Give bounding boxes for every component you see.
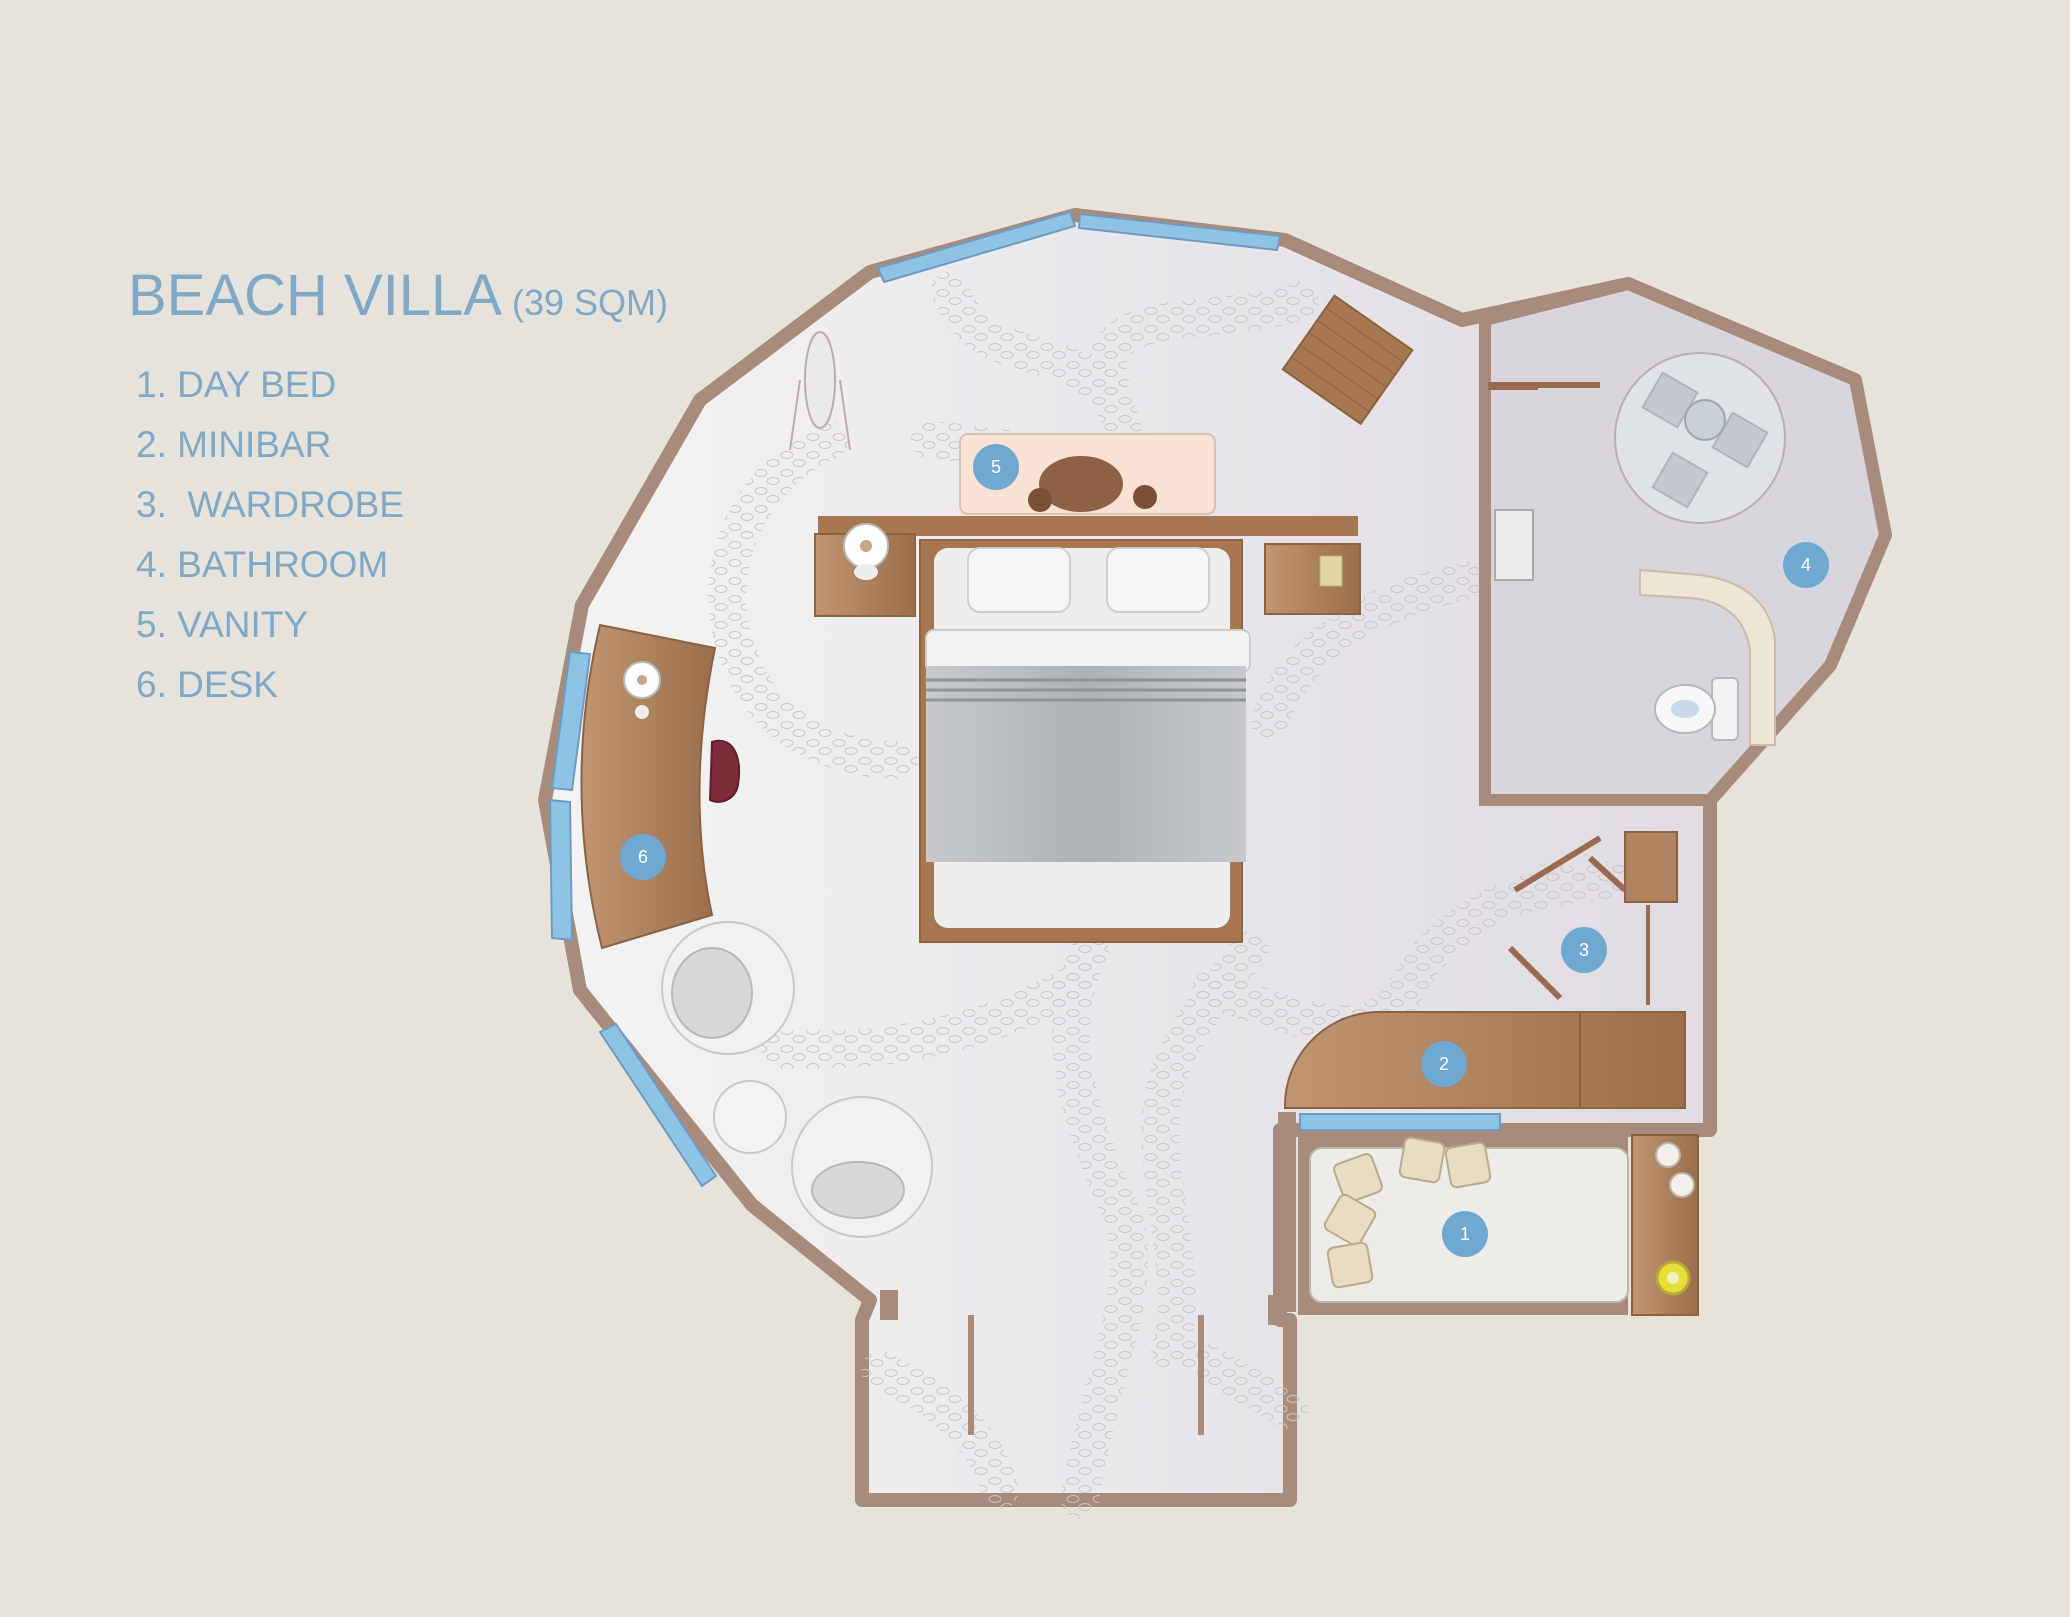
title-row: BEACH VILLA(39 SQM) bbox=[128, 262, 668, 329]
marker-bathroom: 4 bbox=[1783, 542, 1829, 588]
entry-walls bbox=[880, 1290, 1278, 1435]
headboard bbox=[818, 516, 1358, 536]
desk-chair bbox=[708, 739, 740, 803]
svg-text:3: 3 bbox=[1579, 940, 1589, 960]
marker-day-bed: 1 bbox=[1442, 1211, 1488, 1257]
legend-item-wardrobe: 3. WARDROBE bbox=[136, 484, 404, 525]
page-subtitle: (39 SQM) bbox=[511, 282, 668, 323]
windows bbox=[548, 210, 1501, 1188]
svg-text:2: 2 bbox=[1439, 1054, 1449, 1074]
svg-text:5: 5 bbox=[991, 457, 1001, 477]
day-bed-area bbox=[1278, 1112, 1699, 1316]
wardrobe bbox=[1507, 831, 1678, 1005]
legend-item-day-bed: 1. DAY BED bbox=[136, 364, 337, 405]
nightstand-right bbox=[1264, 543, 1361, 615]
desk bbox=[580, 623, 740, 950]
svg-text:6: 6 bbox=[638, 847, 648, 867]
standing-mirror bbox=[789, 331, 851, 451]
bathroom-area bbox=[1479, 277, 1892, 806]
legend-list: 1. DAY BED 2. MINIBAR 3. WARDROBE 4. BAT… bbox=[136, 355, 668, 715]
pebble-paths bbox=[708, 271, 1669, 1519]
bed-blanket bbox=[926, 666, 1246, 862]
legend: BEACH VILLA(39 SQM) 1. DAY BED 2. MINIBA… bbox=[128, 262, 668, 715]
armchair-1 bbox=[661, 921, 795, 1055]
marker-desk: 6 bbox=[620, 834, 666, 880]
page-title: BEACH VILLA bbox=[128, 263, 502, 328]
legend-item-minibar: 2. MINIBAR bbox=[136, 424, 332, 465]
side-table bbox=[713, 1080, 787, 1154]
bathroom-shelf bbox=[1494, 509, 1534, 581]
legend-item-desk: 6. DESK bbox=[136, 664, 278, 705]
pillow-left bbox=[967, 547, 1071, 613]
desk-lamp-icon bbox=[623, 661, 661, 719]
marker-minibar: 2 bbox=[1421, 1041, 1467, 1087]
pillow-right bbox=[1106, 547, 1210, 613]
minibar bbox=[1284, 1011, 1686, 1109]
svg-text:4: 4 bbox=[1801, 555, 1811, 575]
legend-item-bathroom: 4. BATHROOM bbox=[136, 544, 389, 585]
marker-vanity: 5 bbox=[973, 444, 1019, 490]
svg-text:1: 1 bbox=[1460, 1224, 1470, 1244]
legend-item-vanity: 5. VANITY bbox=[136, 604, 309, 645]
bed bbox=[919, 539, 1251, 943]
lounge-chair bbox=[1281, 294, 1414, 426]
bathroom-counter bbox=[1639, 568, 1776, 746]
vanity bbox=[959, 433, 1216, 515]
marker-wardrobe: 3 bbox=[1561, 927, 1607, 973]
armchair-2 bbox=[791, 1096, 933, 1238]
toilet-icon bbox=[1654, 677, 1739, 741]
lamp-icon bbox=[843, 523, 889, 580]
